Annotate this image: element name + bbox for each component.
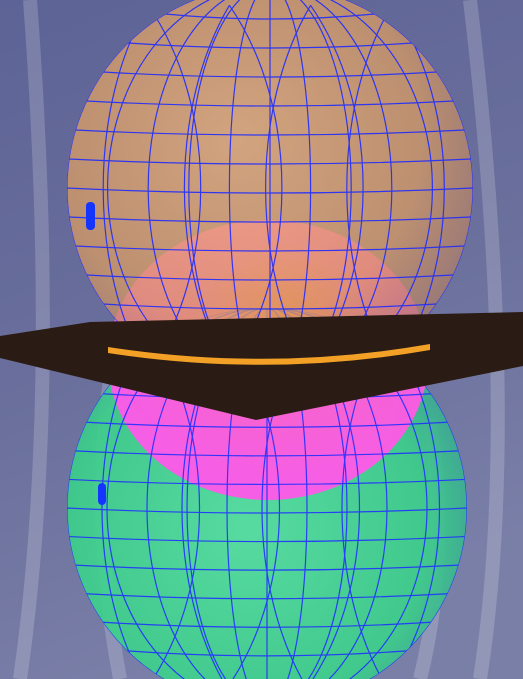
lower-marker — [98, 483, 106, 505]
upper-marker — [86, 202, 95, 230]
